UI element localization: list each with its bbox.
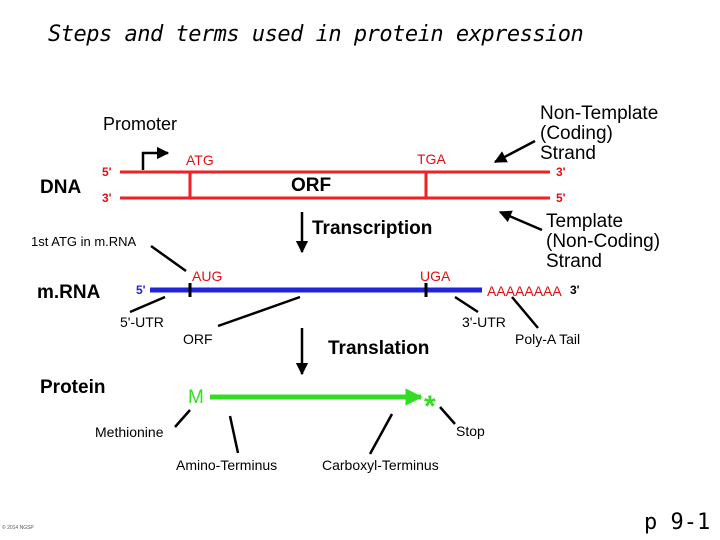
template-label-2: (Non-Coding) [546, 231, 660, 252]
utr5-label: 5'-UTR [120, 314, 164, 330]
carboxyl-terminus-pointer [368, 413, 394, 455]
copyright-notice: © 2014 NGSP [2, 525, 34, 531]
amino-terminus-pointer [228, 415, 240, 454]
methionine-m: M [188, 387, 204, 408]
methionine-pointer [174, 409, 191, 428]
mrna-label: m.RNA [37, 282, 101, 303]
dna-3prime-bottom-left: 3' [102, 191, 112, 205]
translation-label: Translation [328, 338, 429, 359]
carboxyl-terminus-label: Carboxyl-Terminus [322, 457, 439, 473]
poly-a-sequence: AAAAAAAA [487, 283, 562, 299]
orf-pointer [217, 295, 301, 328]
promoter-label: Promoter [103, 114, 177, 134]
dna-5prime-bottom-right: 5' [556, 191, 566, 205]
poly-a-pointer [511, 296, 539, 329]
stop-pointer [439, 406, 456, 425]
mrna-3prime: 3' [570, 283, 580, 297]
utr3-label: 3'-UTR [462, 314, 506, 330]
template-label-3: Strand [546, 251, 602, 272]
dna-5prime-top-left: 5' [102, 165, 112, 179]
utr3-pointer [454, 295, 479, 314]
non-template-label-3: Strand [540, 143, 596, 164]
atg-codon: ATG [186, 152, 214, 168]
non-template-label-2: (Coding) [540, 123, 613, 144]
transcription-label: Transcription [312, 218, 432, 239]
amino-terminus-label: Amino-Terminus [176, 457, 277, 473]
stop-label: Stop [456, 423, 485, 439]
template-pointer [498, 210, 543, 232]
tga-codon: TGA [417, 151, 446, 167]
mrna-5prime: 5' [136, 283, 146, 297]
dna-3prime-top-right: 3' [556, 165, 566, 179]
utr5-pointer [129, 295, 166, 314]
dna-label: DNA [40, 177, 81, 198]
protein-label: Protein [40, 377, 105, 398]
first-atg-pointer [150, 244, 187, 273]
promoter-arrow [141, 146, 170, 170]
poly-a-tail-label: Poly-A Tail [515, 331, 580, 347]
uga-codon: UGA [420, 268, 451, 284]
methionine-label: Methionine [95, 424, 164, 440]
non-template-label-1: Non-Template [540, 103, 658, 124]
non-template-pointer [493, 139, 536, 164]
template-label-1: Template [546, 211, 623, 232]
stop-asterisk: * [424, 390, 436, 423]
dna-orf-label: ORF [291, 175, 331, 196]
page-title: Steps and terms used in protein expressi… [48, 22, 584, 47]
page-number: p 9-1 [644, 510, 711, 535]
mrna-orf-label: ORF [183, 331, 213, 347]
aug-codon: AUG [192, 268, 222, 284]
first-atg-label: 1st ATG in m.RNA [31, 234, 137, 249]
